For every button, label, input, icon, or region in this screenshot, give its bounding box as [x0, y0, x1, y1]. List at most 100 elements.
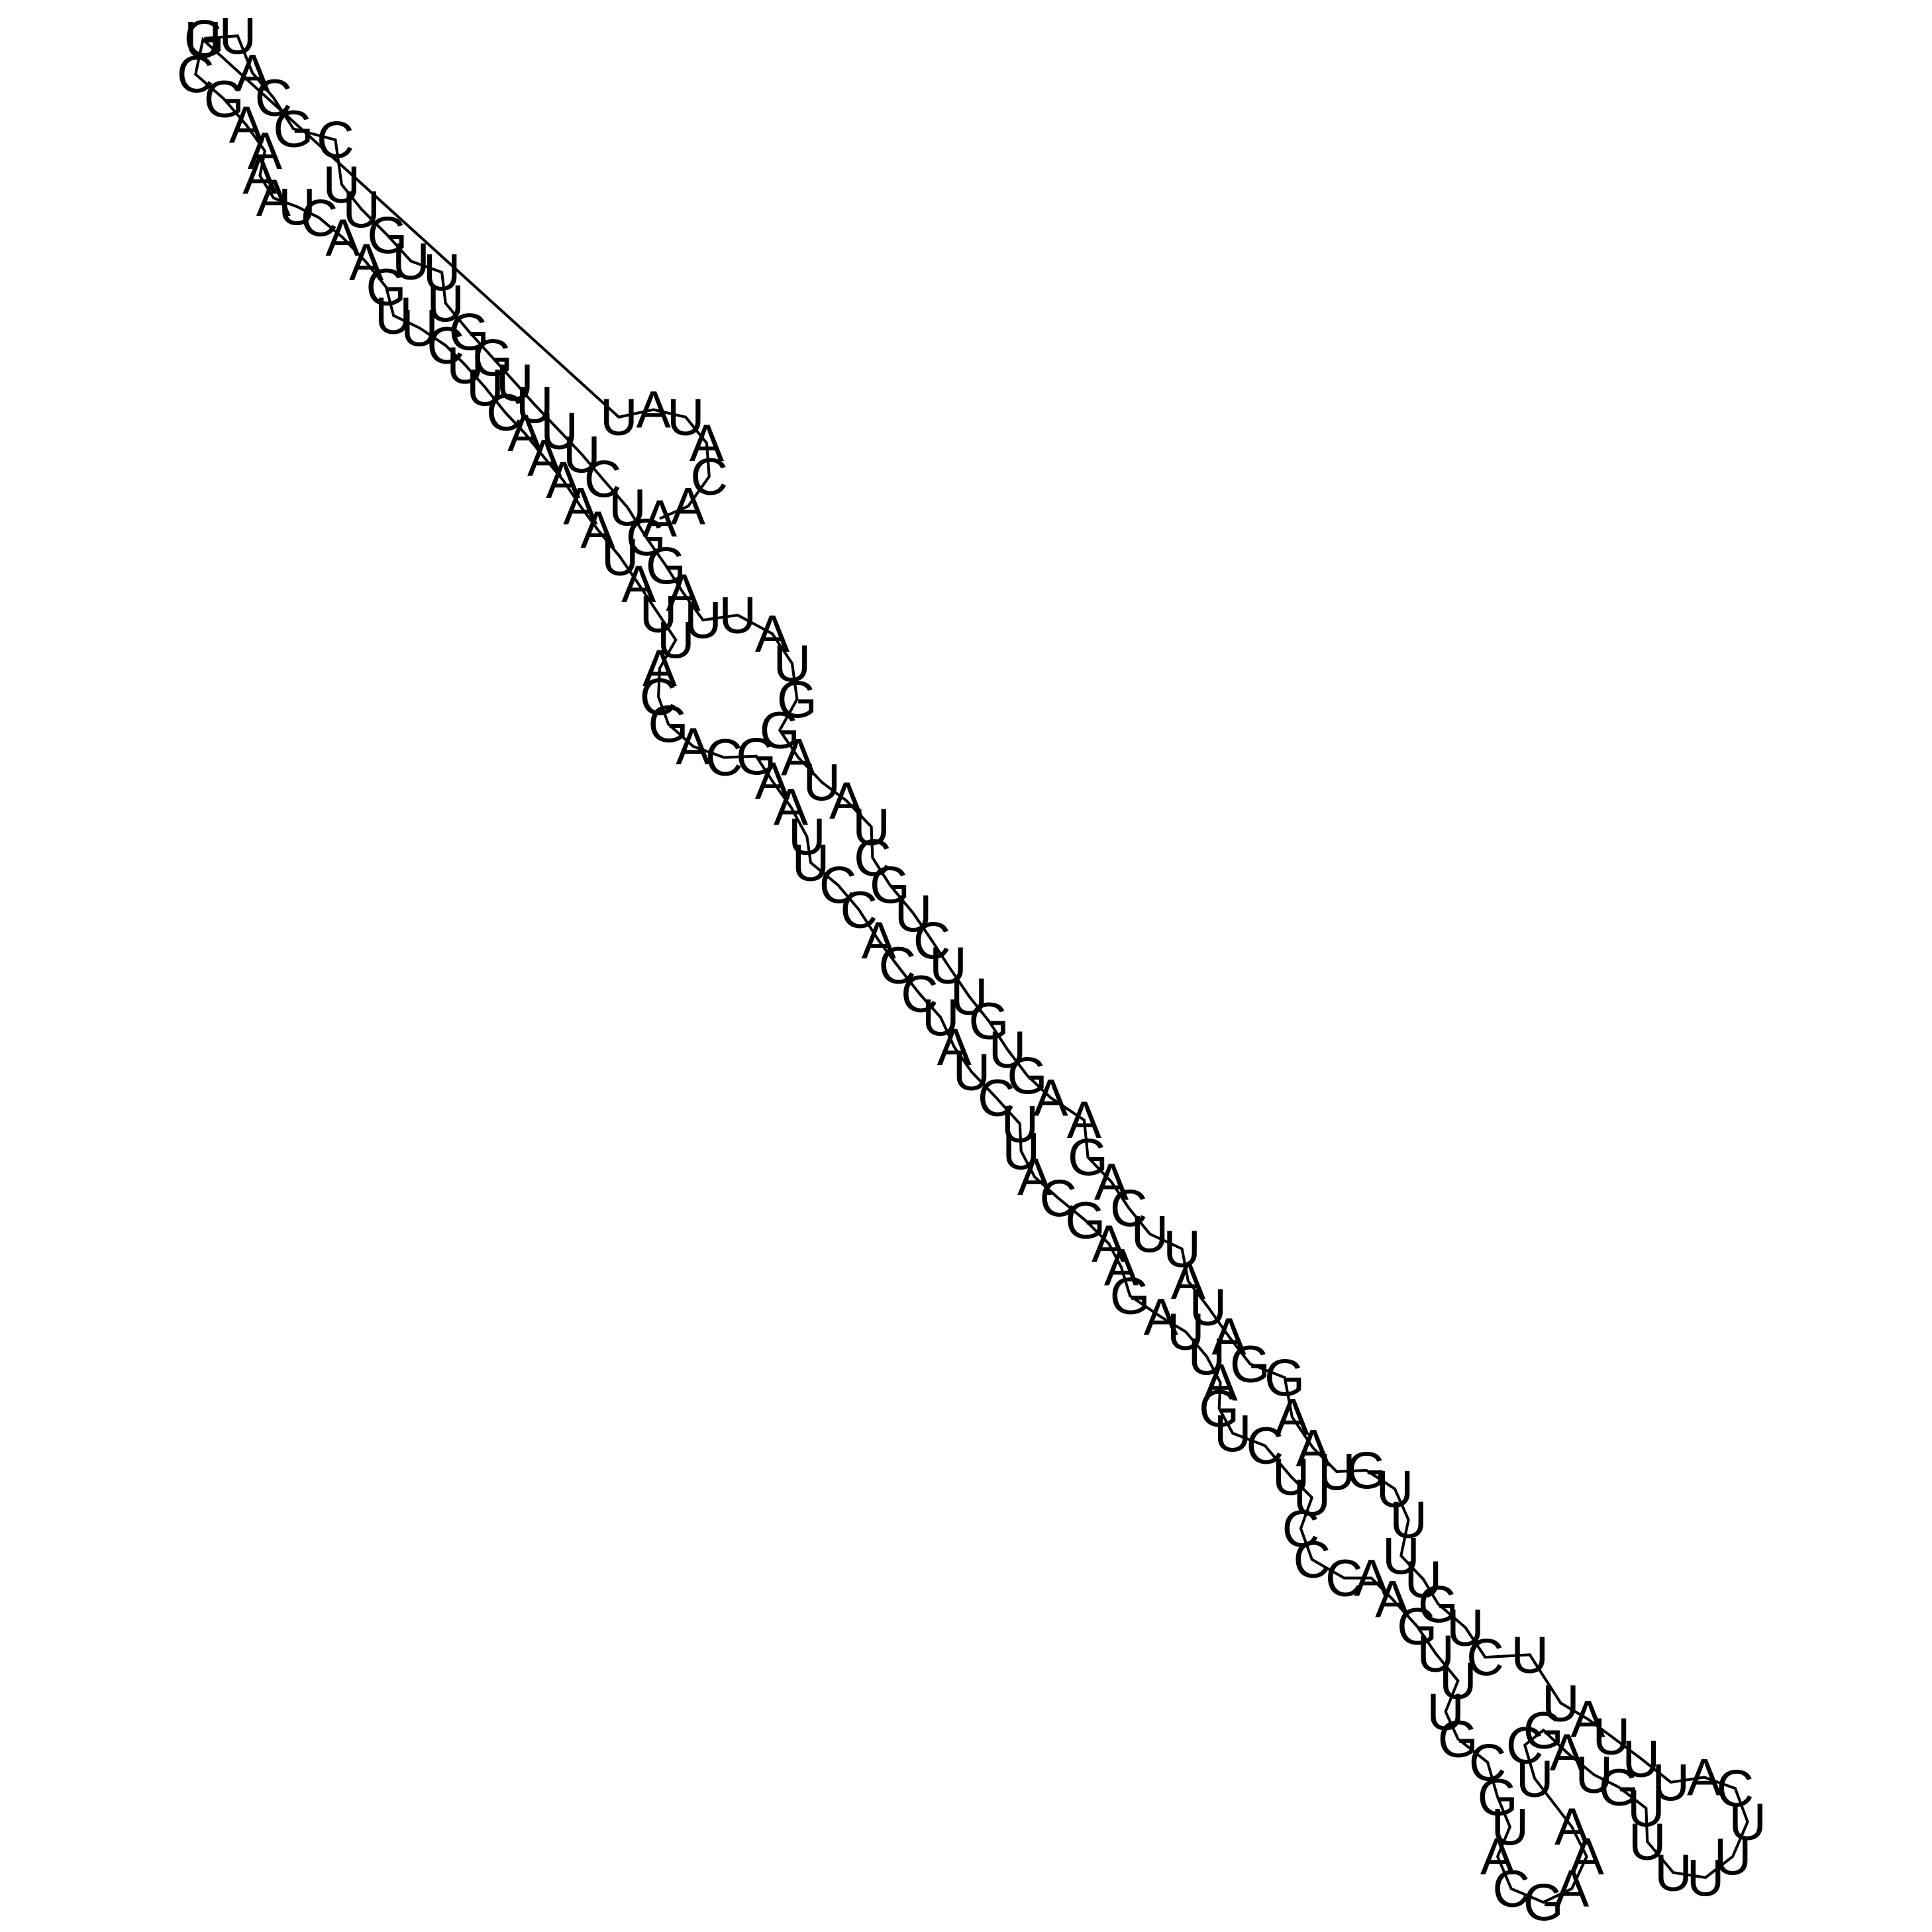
- nucleotide-67: U: [1542, 1674, 1580, 1732]
- rna-backbone: [193, 34, 1749, 1904]
- nucleotide-174: A: [642, 489, 678, 548]
- nucleotide-8: U: [342, 180, 380, 238]
- nucleotide-39: U: [950, 967, 988, 1025]
- nucleotide-78: U: [1629, 1813, 1666, 1871]
- nucleotide-58: G: [1346, 1441, 1386, 1500]
- nucleotide-62: U: [1405, 1550, 1443, 1608]
- nucleotide-29: G: [760, 701, 800, 760]
- nucleotide-114: G: [1110, 1267, 1150, 1325]
- nucleotide-116: A: [1092, 1215, 1127, 1273]
- nucleotide-172: C: [690, 447, 728, 505]
- nucleotide-48: U: [1131, 1205, 1169, 1263]
- nucleotide-164: A: [229, 96, 264, 154]
- nucleotide-89: G: [1523, 1873, 1564, 1931]
- nucleotide-173: A: [671, 477, 706, 535]
- nucleotide-119: A: [1017, 1148, 1052, 1206]
- nucleotide-102: C: [1325, 1549, 1363, 1607]
- nucleotide-92: U: [1491, 1798, 1529, 1856]
- nucleotide-86: A: [1554, 1798, 1590, 1856]
- nucleotide-154: U: [401, 299, 438, 357]
- nucleotide-53: G: [1230, 1335, 1270, 1393]
- nucleotide-50: A: [1171, 1252, 1206, 1310]
- nucleotide-117: G: [1065, 1192, 1105, 1250]
- nucleotide-65: C: [1466, 1628, 1504, 1686]
- nucleotide-142: U: [640, 585, 678, 643]
- nucleotide-156: G: [366, 258, 407, 317]
- nucleotide-127: C: [878, 937, 916, 995]
- nucleotide-122: C: [978, 1069, 1015, 1127]
- nucleotide-135: G: [736, 727, 776, 786]
- nucleotide-143: A: [621, 555, 656, 613]
- nucleotide-152: U: [446, 336, 484, 394]
- nucleotide-47: C: [1110, 1179, 1148, 1237]
- nucleotide-73: C: [1717, 1759, 1754, 1817]
- nucleotide-101: A: [1354, 1549, 1389, 1607]
- nucleotide-112: U: [1167, 1303, 1205, 1361]
- nucleotide-79: U: [1627, 1779, 1665, 1837]
- nucleotide-171: A: [689, 414, 725, 472]
- nucleotide-138: G: [648, 695, 689, 753]
- nucleotide-12: U: [427, 274, 464, 332]
- nucleotide-44: A: [1067, 1091, 1102, 1149]
- nucleotide-52: A: [1211, 1307, 1246, 1366]
- nucleotide-22: G: [646, 536, 686, 595]
- nucleotide-83: G: [1523, 1701, 1564, 1759]
- nucleotide-166: C: [177, 45, 215, 103]
- nucleotide-33: U: [852, 797, 890, 856]
- nucleotide-121: U: [1001, 1095, 1039, 1153]
- nucleotide-60: U: [1390, 1491, 1427, 1549]
- nucleotide-1: G: [184, 9, 225, 68]
- nucleotide-5: G: [273, 99, 313, 158]
- nucleotide-98: U: [1417, 1625, 1454, 1683]
- nucleotide-141: U: [657, 611, 695, 669]
- nucleotide-16: U: [516, 376, 554, 434]
- nucleotide-147: A: [546, 451, 581, 509]
- nucleotide-105: U: [1293, 1468, 1331, 1527]
- nucleotide-74: U: [1729, 1793, 1766, 1851]
- nucleotide-96: U: [1427, 1682, 1464, 1741]
- nucleotide-36: U: [895, 884, 933, 942]
- nucleotide-82: A: [1550, 1723, 1585, 1782]
- nucleotide-108: U: [1214, 1404, 1252, 1462]
- nucleotide-15: U: [496, 353, 534, 411]
- nucleotide-70: U: [1623, 1729, 1660, 1788]
- nucleotide-51: U: [1189, 1278, 1227, 1336]
- nucleotide-63: G: [1418, 1575, 1458, 1633]
- nucleotide-17: U: [540, 401, 578, 460]
- nucleotide-148: A: [527, 429, 562, 487]
- nucleotide-26: A: [755, 605, 790, 663]
- nucleotide-55: A: [1275, 1388, 1310, 1447]
- nucleotide-104: C: [1282, 1500, 1320, 1558]
- nucleotide-25: U: [719, 586, 756, 644]
- nucleotide-46: A: [1094, 1153, 1129, 1211]
- nucleotide-133: A: [774, 778, 809, 836]
- nucleotide-158: A: [325, 209, 360, 267]
- nucleotide-161: A: [256, 169, 291, 227]
- nucleotide-149: A: [507, 404, 542, 462]
- nucleotide-24: U: [684, 591, 722, 649]
- nucleotide-95: G: [1438, 1709, 1478, 1768]
- nucleotide-150: C: [486, 383, 524, 441]
- nucleotide-37: C: [913, 911, 951, 970]
- nucleotide-163: A: [248, 122, 283, 180]
- nucleotide-20: U: [609, 478, 646, 536]
- nucleotide-107: C: [1246, 1417, 1284, 1475]
- nucleotide-2: U: [219, 7, 256, 65]
- nucleotide-7: U: [323, 155, 360, 213]
- nucleotide-80: G: [1599, 1758, 1639, 1816]
- nucleotide-9: G: [367, 206, 407, 264]
- nucleotide-137: A: [676, 717, 711, 776]
- nucleotide-157: A: [349, 233, 384, 291]
- nucleotide-61: U: [1382, 1527, 1420, 1585]
- nucleotide-27: U: [774, 635, 811, 693]
- nucleotide-93: G: [1478, 1768, 1518, 1826]
- nucleotide-87: A: [1569, 1827, 1604, 1886]
- nucleotide-10: U: [392, 232, 430, 290]
- nucleotide-38: U: [929, 937, 967, 995]
- nucleotide-126: C: [901, 965, 939, 1023]
- nucleotide-41: U: [989, 1021, 1027, 1079]
- nucleotide-170: U: [667, 388, 705, 446]
- nucleotide-43: A: [1033, 1069, 1068, 1127]
- nucleotide-85: U: [1516, 1749, 1554, 1807]
- nucleotide-40: G: [969, 992, 1009, 1050]
